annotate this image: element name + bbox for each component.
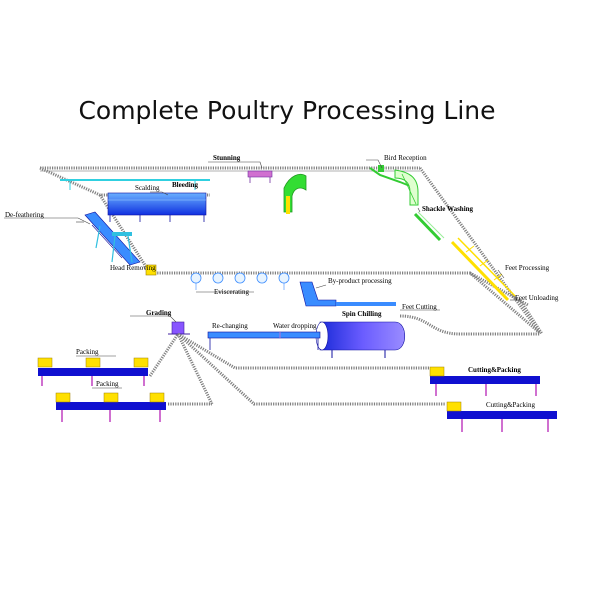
stunning-unit (247, 170, 307, 214)
label-stunning: Stunning (213, 154, 241, 162)
station-labels: Stunning Bird Reception Scalding Bleedin… (5, 154, 559, 409)
packing-line-1 (37, 357, 149, 386)
label-bird-reception: Bird Reception (384, 154, 427, 162)
label-feet-unloading: Feet Unloading (515, 294, 559, 302)
label-cutting-packing-2: Cutting&Packing (486, 401, 536, 409)
label-eviscerating: Eviscerating (214, 288, 249, 296)
grading-unit (168, 321, 190, 335)
label-packing-1: Packing (76, 348, 99, 356)
label-shackle-washing: Shackle Washing (422, 205, 474, 213)
label-bleeding: Bleeding (172, 181, 199, 189)
distribution-chains (148, 332, 445, 406)
label-feet-processing: Feet Processing (505, 264, 550, 272)
head-removing-unit (145, 264, 157, 276)
label-grading: Grading (146, 309, 172, 317)
by-product-unit (299, 281, 396, 307)
label-by-product: By-product processing (328, 277, 392, 285)
diagram-title: Complete Poultry Processing Line (78, 96, 496, 125)
label-de-feathering: De-feathering (5, 211, 44, 219)
spin-chiller (315, 321, 406, 358)
defeathering-machines (84, 211, 141, 266)
packing-line-2 (55, 392, 166, 422)
eviscerating-units (190, 272, 290, 290)
label-head-removing: Head Removing (110, 264, 156, 272)
shackle-washing-unit (413, 211, 445, 242)
label-spin-chilling: Spin Chilling (342, 310, 382, 318)
label-re-changing: Re-changing (212, 322, 248, 330)
label-scalding: Scalding (135, 184, 160, 192)
label-feet-cutting: Feet Cutting (402, 303, 437, 311)
bird-reception-unit (369, 165, 419, 206)
cutting-packing-line-1 (429, 366, 540, 396)
label-water-dropping: Water dropping (273, 322, 317, 330)
feet-processing-unit (450, 237, 516, 302)
label-cutting-packing-1: Cutting&Packing (468, 366, 521, 374)
label-packing-2: Packing (96, 380, 119, 388)
rechanging-conveyor (207, 331, 321, 350)
cutting-packing-line-2 (446, 401, 557, 432)
leader-lines (4, 159, 520, 389)
feet-cutting-conveyor (399, 299, 544, 336)
scalding-tank (60, 179, 210, 222)
